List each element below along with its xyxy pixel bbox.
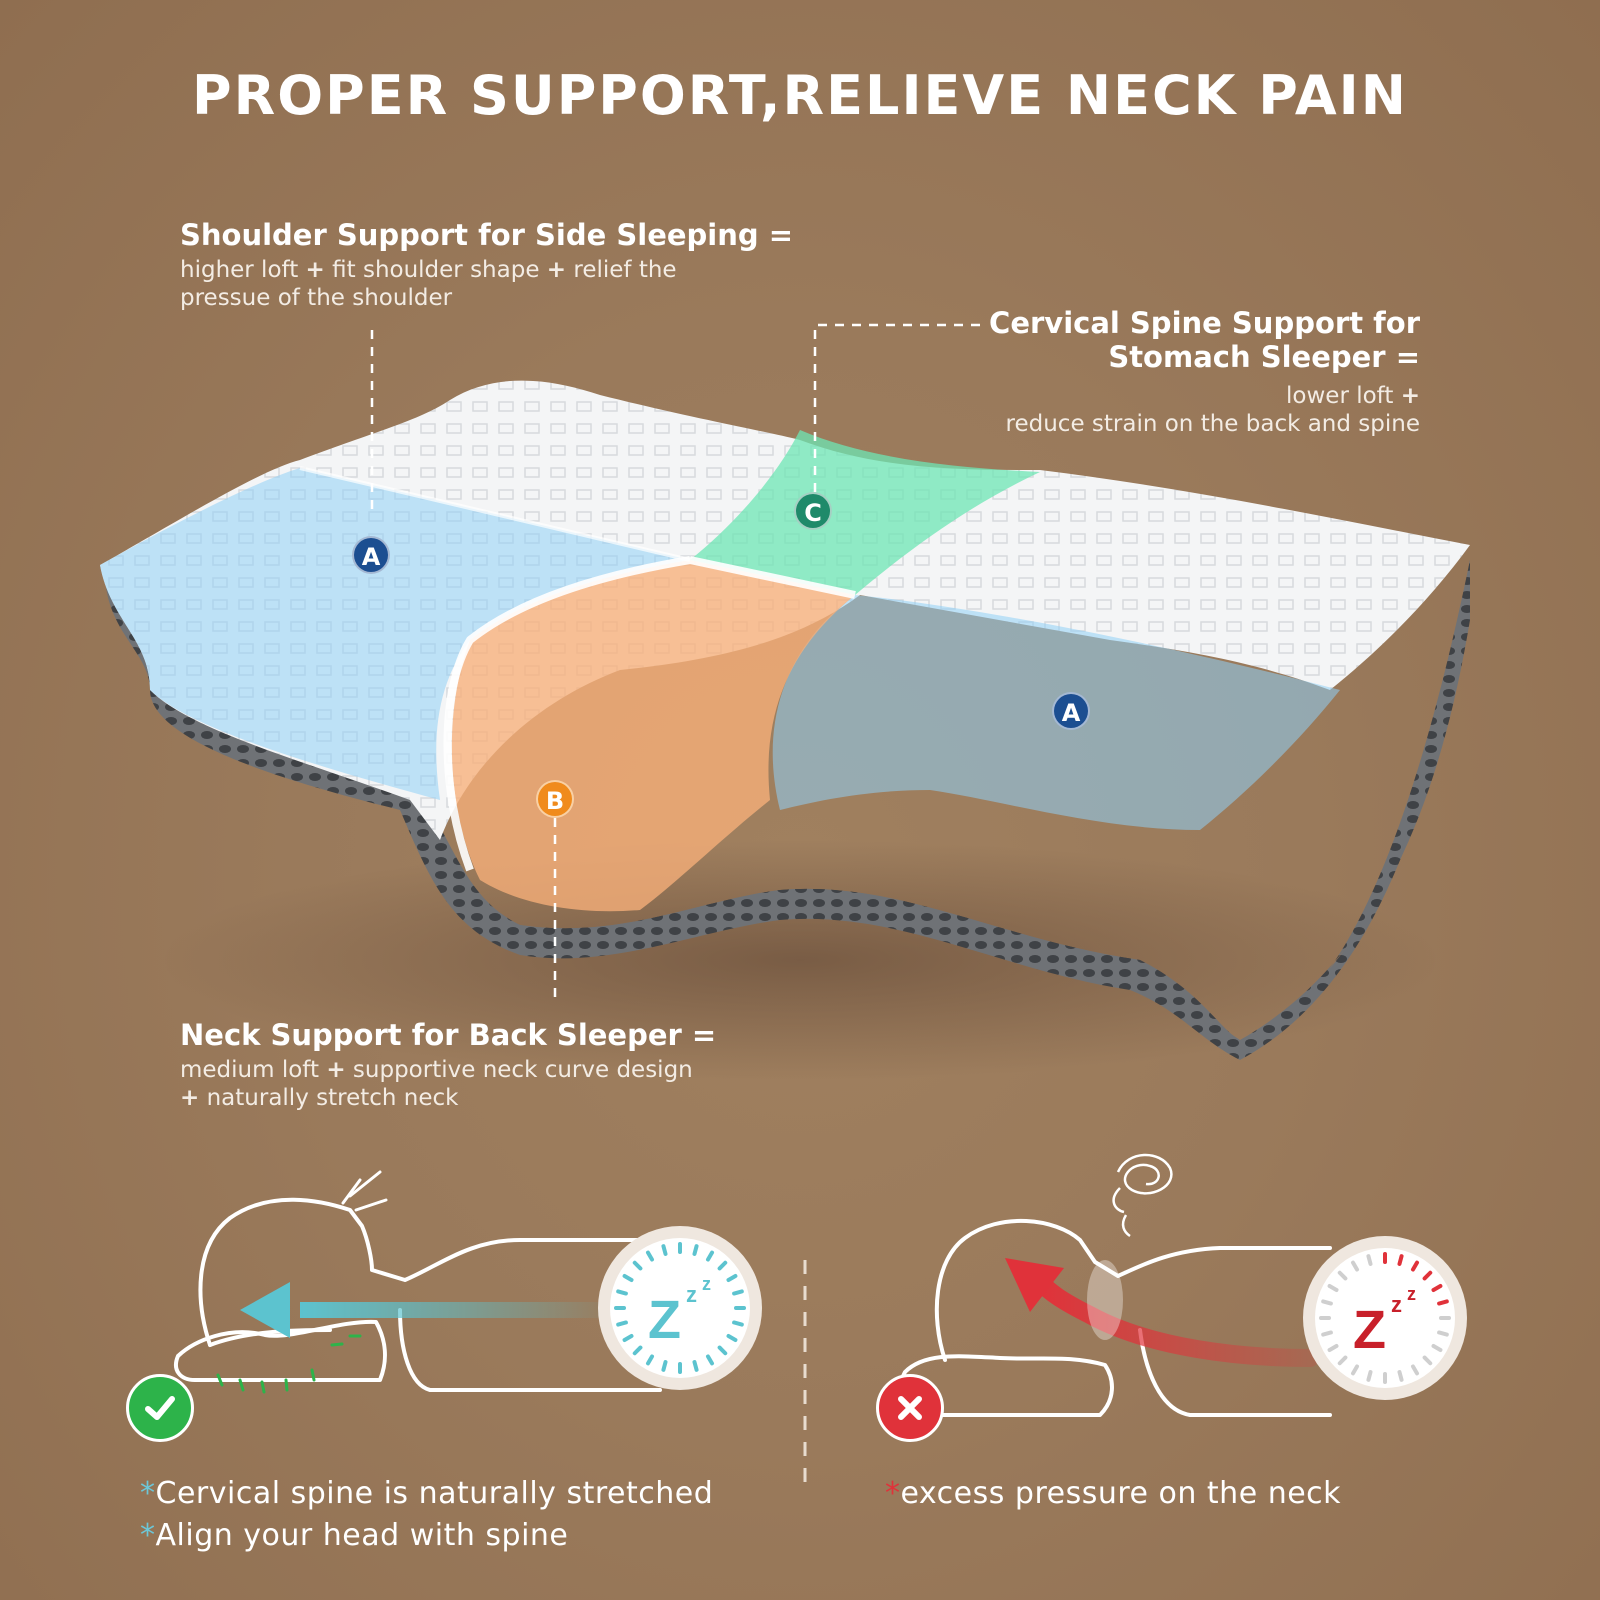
good-captions: *Cervical spine is naturally stretched *… bbox=[140, 1473, 780, 1557]
shoulder-support-heading: Shoulder Support for Side Sleeping = bbox=[180, 218, 794, 252]
clock-tick bbox=[632, 1260, 643, 1271]
clock-tick bbox=[726, 1274, 738, 1282]
clock-tick bbox=[1337, 1270, 1348, 1281]
clock-tick bbox=[1366, 1254, 1373, 1266]
clock-tick bbox=[717, 1345, 728, 1356]
clock-tick bbox=[732, 1320, 744, 1327]
good-sleeper-illustration bbox=[174, 1197, 662, 1392]
shoulder-support-block: Shoulder Support for Side Sleeping = hig… bbox=[180, 218, 820, 312]
clock-tick bbox=[661, 1244, 668, 1256]
clock-tick bbox=[622, 1274, 634, 1282]
clock-tick bbox=[1437, 1330, 1449, 1337]
clock-tick bbox=[1321, 1299, 1333, 1306]
clock-tick bbox=[1431, 1344, 1443, 1352]
clock-tick bbox=[692, 1244, 699, 1256]
clock-tick bbox=[661, 1360, 668, 1372]
clock-tick bbox=[732, 1289, 744, 1296]
good-caption-1: *Cervical spine is naturally stretched bbox=[140, 1476, 714, 1511]
clock-tick bbox=[692, 1360, 699, 1372]
neck-support-heading: Neck Support for Back Sleeper = bbox=[180, 1018, 717, 1052]
pillow-side-mesh bbox=[104, 560, 1470, 1040]
check-icon bbox=[126, 1374, 194, 1442]
clock-tick bbox=[1437, 1299, 1449, 1306]
zone-b-badge: B bbox=[536, 780, 574, 818]
svg-text:z: z bbox=[702, 1274, 711, 1294]
page-title: PROPER SUPPORT,RELIEVE NECK PAIN bbox=[192, 64, 1408, 127]
clock-tick bbox=[1397, 1254, 1404, 1266]
clock-tick bbox=[1397, 1370, 1404, 1382]
cervical-support-desc: lower loft + reduce strain on the back a… bbox=[1005, 383, 1420, 437]
cross-icon bbox=[876, 1374, 944, 1442]
clock-tick bbox=[616, 1320, 628, 1327]
clock-tick bbox=[646, 1250, 654, 1262]
clock-tick bbox=[1351, 1260, 1359, 1272]
good-snore-z: Z bbox=[648, 1290, 681, 1350]
clock-tick bbox=[1337, 1355, 1348, 1366]
clock-tick bbox=[706, 1250, 714, 1262]
svg-text:z: z bbox=[1407, 1284, 1416, 1304]
cervical-support-block: Cervical Spine Support for Stomach Sleep… bbox=[880, 306, 1420, 438]
cervical-support-heading-1: Cervical Spine Support for bbox=[989, 306, 1420, 340]
zone-a-badge-left: A bbox=[352, 536, 390, 574]
clock-tick bbox=[1321, 1330, 1333, 1337]
clock-tick bbox=[706, 1354, 714, 1366]
clock-tick bbox=[1327, 1344, 1339, 1352]
clock-tick bbox=[717, 1260, 728, 1271]
bad-snore-z: Z bbox=[1353, 1300, 1386, 1360]
clock-tick bbox=[1411, 1260, 1419, 1272]
clock-tick bbox=[1366, 1370, 1373, 1382]
svg-text:z: z bbox=[686, 1282, 697, 1307]
shoulder-support-desc: higher loft + fit shoulder shape + relie… bbox=[180, 257, 677, 311]
cervical-support-heading-2: Stomach Sleeper = bbox=[1108, 340, 1420, 374]
clock-tick bbox=[1422, 1270, 1433, 1281]
good-caption-2: *Align your head with spine bbox=[140, 1518, 569, 1553]
clock-tick bbox=[1411, 1364, 1419, 1376]
clock-tick bbox=[646, 1354, 654, 1366]
clock-tick bbox=[616, 1289, 628, 1296]
clock-tick bbox=[632, 1345, 643, 1356]
neck-support-desc: medium loft + supportive neck curve desi… bbox=[180, 1057, 693, 1111]
zone-c-badge: C bbox=[794, 492, 832, 530]
svg-text:z: z bbox=[1391, 1292, 1402, 1317]
clock-tick bbox=[1351, 1364, 1359, 1376]
clock-tick bbox=[1431, 1284, 1443, 1292]
bad-caption: *excess pressure on the neck bbox=[885, 1476, 1342, 1511]
clock-tick bbox=[1422, 1355, 1433, 1366]
clock-tick bbox=[622, 1334, 634, 1342]
neck-support-block: Neck Support for Back Sleeper = medium l… bbox=[180, 1018, 880, 1112]
zone-a-badge-right: A bbox=[1052, 692, 1090, 730]
clock-tick bbox=[726, 1334, 738, 1342]
clock-tick bbox=[1327, 1284, 1339, 1292]
